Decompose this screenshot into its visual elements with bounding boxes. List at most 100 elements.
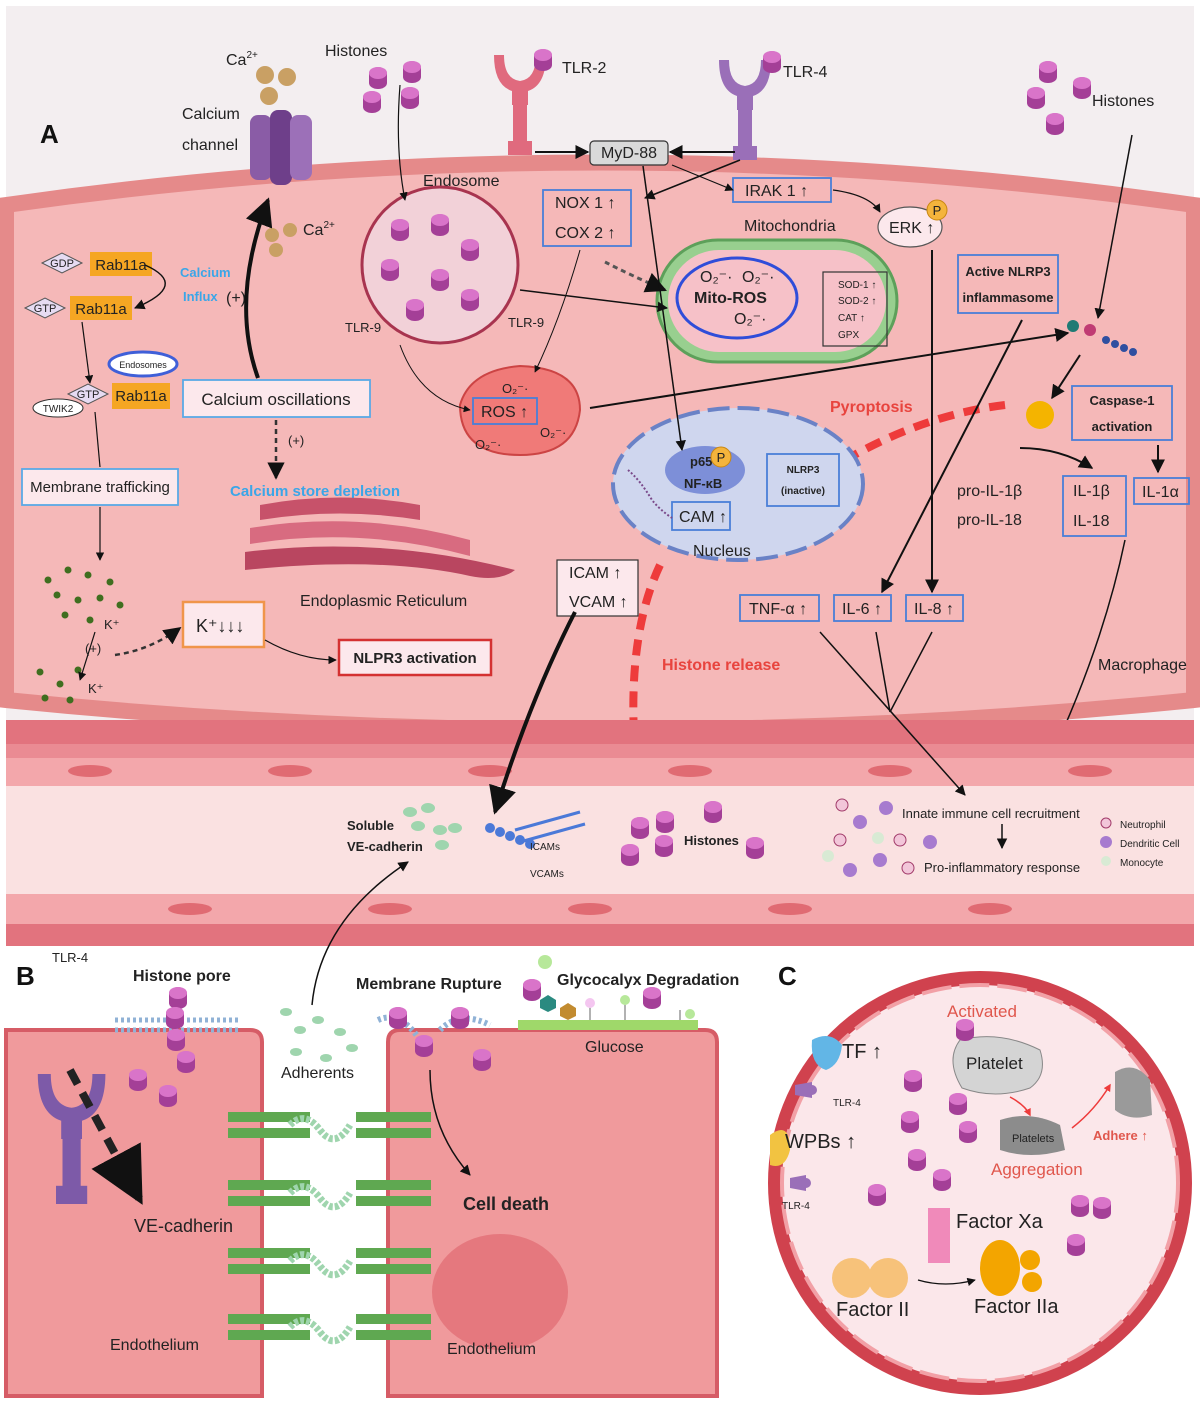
ros-box xyxy=(472,397,538,425)
vessel-wall-top-mid xyxy=(6,744,1194,758)
rab11a-cycle xyxy=(23,252,179,418)
caspase-icon xyxy=(1026,401,1054,429)
calcium-channel-label-1: Calcium xyxy=(182,106,240,123)
arrow-platelet-aggregation xyxy=(1009,1096,1031,1117)
tf-label: TF ↑ xyxy=(842,1041,882,1063)
arrow-rab-down xyxy=(81,321,94,384)
histones-top-label: Histones xyxy=(325,43,387,60)
tlr4-c2-icon xyxy=(790,1175,811,1191)
myd88-label: MyD-88 xyxy=(601,145,657,162)
innate-recruitment-label: Innate immune cell recruitment xyxy=(902,806,1080,821)
vessel-endothelium-top xyxy=(6,758,1194,786)
tlr4-c1-icon xyxy=(795,1082,817,1098)
pro-il18-label: pro-IL-18 xyxy=(957,512,1022,529)
k-plus-label-2: K⁺ xyxy=(88,681,104,696)
ros-o2-c: O₂⁻· xyxy=(475,437,501,452)
ros-label: ROS ↑ xyxy=(481,404,528,421)
active-nlrp3-box xyxy=(957,254,1059,314)
legend-monocyte: Monocyte xyxy=(1120,858,1164,869)
panel-b-label: B xyxy=(16,961,35,991)
arrow-k-efflux xyxy=(78,631,96,681)
p65-phospho-label: P xyxy=(717,450,726,465)
icams-label: ICAMs xyxy=(530,842,560,853)
sod2-label: SOD-2 ↑ xyxy=(838,296,876,307)
cell-nucleus xyxy=(432,1234,568,1350)
factor-xa-label: Factor Xa xyxy=(956,1211,1044,1233)
vcam-label: VCAM ↑ xyxy=(569,594,628,611)
plus-label-1: (+) xyxy=(226,290,246,307)
pro-inflammatory-label: Pro-inflammatory response xyxy=(924,860,1080,875)
vcams-label: VCAMs xyxy=(530,869,564,880)
calcium-channel-label-2: channel xyxy=(182,137,238,154)
membrane-trafficking-label: Membrane trafficking xyxy=(30,479,170,496)
nlpr3-activation-label: NLPR3 activation xyxy=(353,650,476,667)
er-label: Endoplasmic Reticulum xyxy=(300,593,467,610)
tnfa-label: TNF-α ↑ xyxy=(749,601,807,618)
adherents-particles xyxy=(280,1008,358,1062)
nlrp3-inflammasome-icon xyxy=(1067,320,1137,356)
macrophage-label: Macrophage xyxy=(1098,657,1187,674)
endosomes-label: Endosomes xyxy=(119,360,167,370)
arrow-cytokines-recruitment xyxy=(819,631,966,796)
vessel-lumen xyxy=(6,786,1194,894)
il8-box xyxy=(905,594,964,622)
potassium-ions xyxy=(36,566,124,704)
calcium-channel xyxy=(250,66,312,257)
glycocalyx-label: Glycocalyx Degradation xyxy=(557,972,739,989)
mito-o2-1: O₂⁻· xyxy=(700,269,732,286)
tf-icon xyxy=(811,1036,842,1070)
activated-label: Activated xyxy=(947,1002,1017,1021)
erk-phospho-icon xyxy=(926,199,948,221)
aggregated-platelets xyxy=(1000,1116,1065,1155)
erk-node xyxy=(877,206,943,248)
nlrp3-inactive-label-2: (inactive) xyxy=(781,486,825,497)
arrow-ros-nlrp3 xyxy=(589,328,1070,409)
tlr4-histone xyxy=(763,51,781,73)
mito-ros-label: Mito-ROS xyxy=(694,290,767,307)
endothelium-label-2: Endothelium xyxy=(447,1341,536,1358)
arrow-icam-vessel xyxy=(489,611,577,815)
arrow-inflammasome-caspase xyxy=(1051,354,1081,400)
adhered-platelets xyxy=(1115,1067,1152,1118)
ca-top-label: Ca2+ xyxy=(226,50,258,69)
k-plus-label-1: K⁺ xyxy=(104,617,120,632)
mitochondrion-matrix xyxy=(668,250,886,352)
erk-label: ERK ↑ xyxy=(889,220,934,237)
plus-label-3: (+) xyxy=(85,641,101,656)
membrane-rupture-label: Membrane Rupture xyxy=(356,976,502,993)
mito-o2-2: O₂⁻· xyxy=(742,269,774,286)
nlrp3-inactive-box xyxy=(766,453,840,507)
arrow-tlr4-nox xyxy=(644,159,741,200)
il6-label: IL-6 ↑ xyxy=(842,601,882,618)
gtp-label-2: GTP xyxy=(77,389,100,401)
calcium-store-depletion-label: Calcium store depletion xyxy=(230,483,400,500)
gpx-label: GPX xyxy=(838,330,859,341)
icams-vcams-icon xyxy=(485,810,586,849)
nucleus-label: Nucleus xyxy=(693,543,751,560)
arrow-k-down xyxy=(114,626,182,657)
factor-iia-label: Factor IIa xyxy=(974,1296,1059,1318)
tlr4-label: TLR-4 xyxy=(783,64,828,81)
factor-xa-icon xyxy=(928,1208,950,1263)
mitochondria-label: Mitochondria xyxy=(744,218,836,235)
activated-platelet xyxy=(952,1019,1043,1095)
glucose-label: Glucose xyxy=(585,1039,644,1056)
arrow-nox-ros xyxy=(534,249,581,373)
tlr4-c2-label: TLR-4 xyxy=(782,1201,810,1212)
factor-iia-icon-2 xyxy=(1020,1250,1040,1270)
plus-label-2: (+) xyxy=(288,433,304,448)
ros-o2-a: O₂⁻· xyxy=(502,381,528,396)
arrow-histone-release xyxy=(615,563,664,808)
arrow-endosome-mito xyxy=(519,289,669,313)
ve-cadherin-label: VE-cadherin xyxy=(134,1216,233,1236)
arrow-rupture-death xyxy=(429,1069,471,1176)
cat-label: CAT ↑ xyxy=(838,313,865,324)
mito-o2-3: O₂⁻· xyxy=(734,311,766,328)
platelet-label: Platelet xyxy=(966,1054,1023,1073)
rab11a-label-2: Rab11a xyxy=(75,301,127,318)
factor-ii-icon-2 xyxy=(868,1258,908,1298)
vessel-wall-top-outer xyxy=(6,720,1194,744)
endothelium-label-1: Endothelium xyxy=(110,1337,199,1354)
soluble-ve-cadherin-particles xyxy=(403,803,462,850)
